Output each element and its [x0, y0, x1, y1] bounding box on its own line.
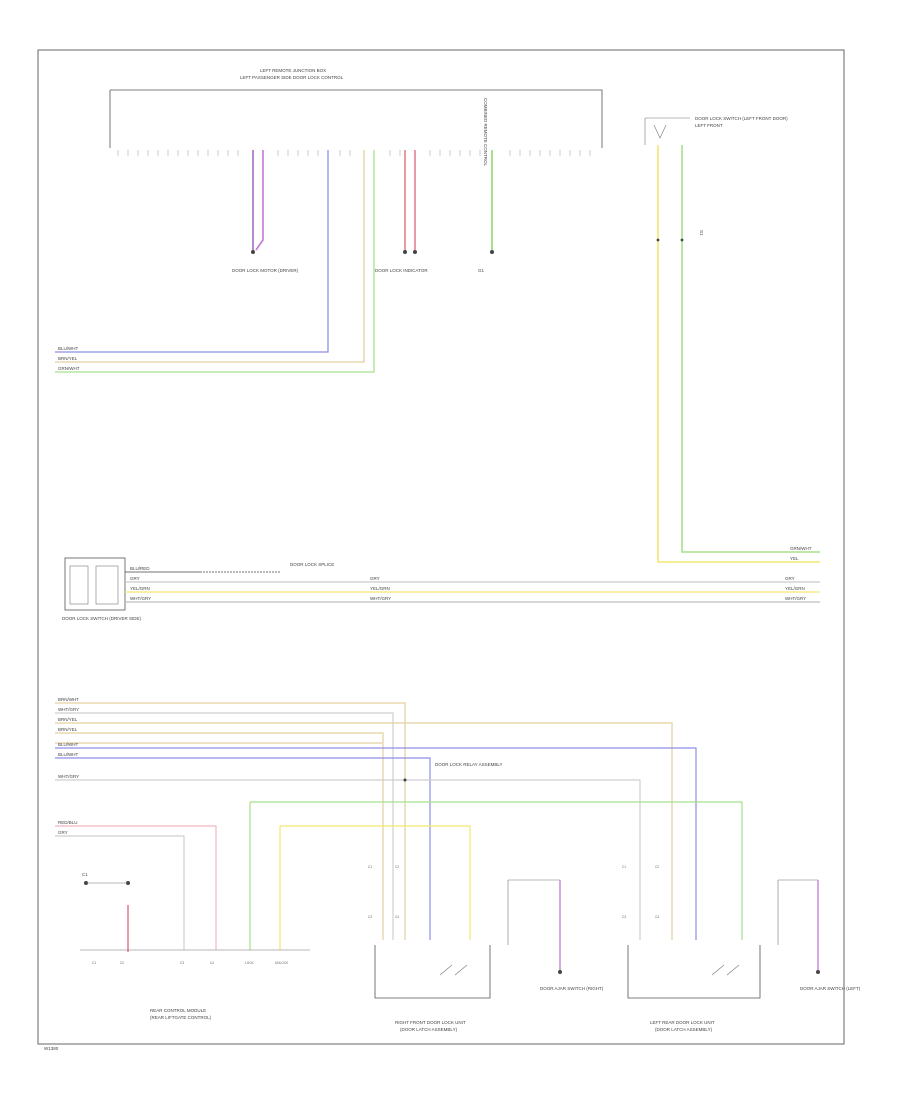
central-unit-pin-c4: C4: [210, 961, 214, 965]
wire-label-grn-wht-right: GRN/WHT: [790, 546, 812, 551]
bus-label-wht-gry-2: WHT/GRY: [58, 774, 79, 779]
bus-label-brn-wht: BRN/WHT: [58, 697, 79, 702]
relay-label: DOOR LOCK RELAY ASSEMBLY: [435, 762, 503, 767]
right-top-switch-sub: LEFT FRONT: [695, 123, 723, 128]
central-unit-pin-c2: C2: [120, 961, 124, 965]
diagram-frame: [37, 49, 845, 1045]
right-top-switch-pin: S1: [699, 230, 704, 236]
rear-unit-title: LEFT REAR DOOR LOCK UNIT: [650, 1020, 715, 1025]
central-unit: C1 C1 C2 C3 C4 LOCK UNLOCK REAR CONTROL …: [80, 872, 310, 1020]
top-module-connector-label: COMBINED REMOTE CONTROL: [483, 98, 488, 167]
rear-unit-pin-c1: C1: [622, 865, 626, 869]
top-module-title: LEFT REMOTE JUNCTION BOX: [260, 68, 326, 73]
mid-wire-label-yel-grn: YEL/GRN: [370, 586, 390, 591]
rear-door-lock-unit: C1 C2 C3 C4 LEFT REAR DOOR LOCK UNIT (DO…: [622, 865, 861, 1032]
middle-left-block: DOOR LOCK SWITCH (DRIVER SIDE) BLU/RED D…: [62, 557, 820, 621]
wire-label-grn-wht: GRN/WHT: [58, 366, 80, 371]
lh-door-module-label: DOOR AJAR SWITCH (LEFT): [800, 986, 861, 991]
front-unit-pin-c3: C3: [368, 915, 372, 919]
top-module: LEFT REMOTE JUNCTION BOX LEFT PASSENGER …: [109, 68, 603, 273]
top-module-subtitle: LEFT PASSENGER SIDE DOOR LOCK CONTROL: [240, 75, 344, 80]
central-unit-pin-unlock: UNLOCK: [275, 961, 289, 965]
top-left-wires: [55, 150, 375, 373]
bus-label-wht-gry: WHT/GRY: [58, 707, 79, 712]
right-wire-label-yel-grn: YEL/GRN: [785, 586, 805, 591]
wire-label-yel-grn: YEL/GRN: [130, 586, 150, 591]
bus-label-brn-yel-2: BRN/YEL: [58, 727, 78, 732]
central-unit-pin-c3: C3: [180, 961, 184, 965]
central-unit-title: REAR CONTROL MODULE: [150, 1008, 206, 1013]
central-unit-pin-c1: C1: [92, 961, 96, 965]
door-ajar-label: G1: [478, 268, 485, 273]
front-unit-pin-c1: C1: [368, 865, 372, 869]
wire-label-blu-wht: BLU/WHT: [58, 346, 79, 351]
mid-wire-label-wht-gry: WHT/GRY: [370, 596, 391, 601]
front-door-lock-unit: C1 C2 C3 C4 RIGHT FRONT DOOR LOCK UNIT (…: [368, 865, 604, 1032]
footer-code: W1380: [44, 1046, 59, 1051]
wire-label-yel-right: YEL: [790, 556, 799, 561]
wire-label-brn-yel: BRN/YEL: [58, 356, 78, 361]
rear-unit-pin-c4: C4: [655, 915, 659, 919]
central-unit-fuse-label: C1: [82, 872, 88, 877]
front-unit-subtitle: (DOOR LATCH ASSEMBLY): [400, 1027, 458, 1032]
rh-door-module-label: DOOR AJAR SWITCH (RIGHT): [540, 986, 604, 991]
lock-indicator-label: DOOR LOCK INDICATOR: [375, 268, 428, 273]
right-wire-label-gry: GRY: [785, 576, 795, 581]
bus-label-brn-yel: BRN/YEL: [58, 717, 78, 722]
left-switch-block-label: DOOR LOCK SWITCH (DRIVER SIDE): [62, 616, 142, 621]
bus-label-blu-wht: BLU/WHT: [58, 742, 79, 747]
front-unit-pin-c4: C4: [395, 915, 399, 919]
wire-label-wht-gry: WHT/GRY: [130, 596, 151, 601]
central-unit-subtitle: (REAR LIFTGATE CONTROL): [150, 1015, 212, 1020]
wire-label-blu-red: BLU/RED: [130, 566, 150, 571]
mid-wire-label-gry: GRY: [370, 576, 380, 581]
bus-label-red-blu: RED/BLU: [58, 820, 78, 825]
rear-unit-pin-c2: C2: [655, 865, 659, 869]
driver-door-lock-label: DOOR LOCK MOTOR (DRIVER): [232, 268, 299, 273]
splice-label: DOOR LOCK SPLICE: [290, 562, 334, 567]
right-top-switch: DOOR LOCK SWITCH (LEFT FRONT DOOR) LEFT …: [644, 116, 820, 563]
front-unit-pin-c2: C2: [395, 865, 399, 869]
right-wire-label-wht-gry: WHT/GRY: [785, 596, 806, 601]
lower-wire-bus: [55, 702, 743, 952]
top-module-pin-row: [117, 150, 591, 156]
bus-label-blu-wht-2: BLU/WHT: [58, 752, 79, 757]
wire-label-gry: GRY: [130, 576, 140, 581]
central-unit-pin-lock: LOCK: [245, 961, 255, 965]
rear-unit-pin-c3: C3: [622, 915, 626, 919]
rear-unit-subtitle: (DOOR LATCH ASSEMBLY): [655, 1027, 713, 1032]
right-top-switch-title: DOOR LOCK SWITCH (LEFT FRONT DOOR): [695, 116, 788, 121]
front-unit-title: RIGHT FRONT DOOR LOCK UNIT: [395, 1020, 466, 1025]
bus-label-gry: GRY: [58, 830, 68, 835]
